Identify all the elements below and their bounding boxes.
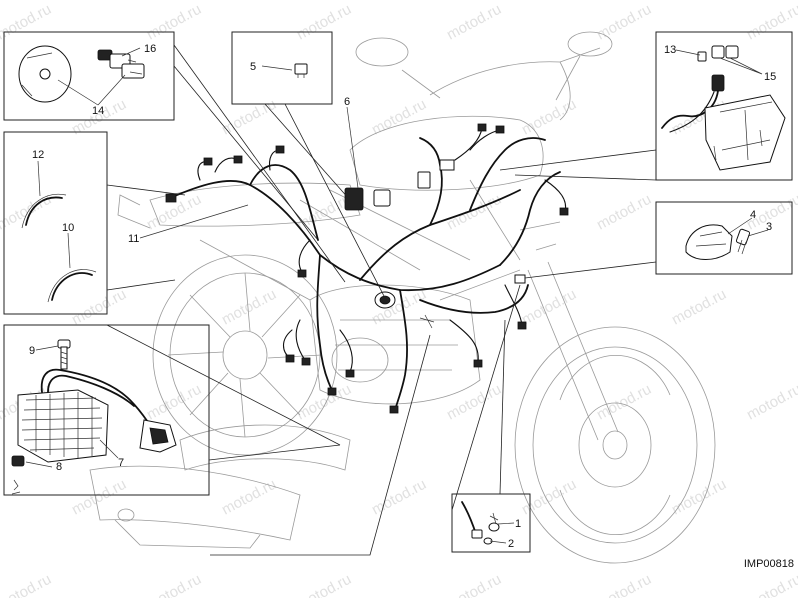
callout-13: 13 [664, 44, 676, 56]
detail-box-rectifier-mount [655, 31, 793, 181]
callout-11: 11 [128, 233, 139, 245]
watermark-text: motod.ru [219, 96, 279, 139]
callout-1: 1 [515, 518, 521, 530]
detail-box-ground-screw [451, 493, 531, 553]
callout-10: 10 [62, 222, 74, 234]
watermark-text: motod.ru [444, 1, 504, 44]
watermark-text: motod.ru [444, 571, 504, 598]
watermark-text: motod.ru [369, 476, 429, 519]
watermark-text: motod.ru [444, 191, 504, 234]
callout-15: 15 [764, 71, 776, 83]
callout-labels: 16 14 12 10 9 8 7 5 6 11 13 15 4 3 1 2 [29, 43, 776, 550]
callout-9: 9 [29, 345, 35, 357]
callout-leaders [25, 47, 769, 544]
callout-14: 14 [92, 105, 104, 117]
callout-5: 5 [250, 61, 256, 73]
watermark-text: motod.ru [294, 1, 354, 44]
watermark-text: motod.ru [744, 571, 798, 598]
callout-2: 2 [508, 538, 514, 550]
watermark-text: motod.ru [519, 286, 579, 329]
watermark-text: motod.ru [69, 286, 129, 329]
callout-4: 4 [750, 209, 756, 221]
watermark-text: motod.ru [519, 476, 579, 519]
watermark-text: motod.ru [669, 476, 729, 519]
drawing-code: IMP00818 [744, 558, 794, 570]
watermark-text: motod.ru [144, 381, 204, 424]
wiring-harness [165, 123, 569, 414]
callout-8: 8 [56, 461, 62, 473]
watermark-text: motod.ru [144, 571, 204, 598]
motorcycle-outline [89, 31, 716, 564]
watermark-text: motod.ru [69, 476, 129, 519]
detail-box-sensor [3, 31, 175, 121]
callout-3: 3 [766, 221, 772, 233]
callout-16: 16 [144, 43, 156, 55]
watermark-text: motod.ru [0, 571, 54, 598]
callout-7: 7 [118, 457, 124, 469]
callout-12: 12 [32, 149, 44, 161]
watermark-text: motod.ru [594, 571, 654, 598]
watermark-text: motod.ru [744, 381, 798, 424]
detail-box-clips [3, 131, 108, 315]
watermark-text: motod.ru [294, 381, 354, 424]
watermark-text: motod.ru [669, 286, 729, 329]
watermark-text: motod.ru [594, 191, 654, 234]
watermark-text: motod.ru [0, 191, 54, 234]
watermark-text: motod.ru [444, 381, 504, 424]
detail-box-relay [231, 31, 333, 105]
watermark-text: motod.ru [219, 476, 279, 519]
watermark-text: motod.ru [294, 571, 354, 598]
leader-lines [106, 44, 657, 556]
watermark-text: motod.ru [744, 1, 798, 44]
detail-box-horn [655, 201, 793, 275]
watermark-text: motod.ru [594, 1, 654, 44]
watermark-text: motod.ru [594, 381, 654, 424]
detail-box-regulator [3, 324, 210, 496]
callout-6: 6 [344, 96, 350, 108]
watermark-text: motod.ru [369, 286, 429, 329]
watermark-text: motod.ru [0, 1, 54, 44]
